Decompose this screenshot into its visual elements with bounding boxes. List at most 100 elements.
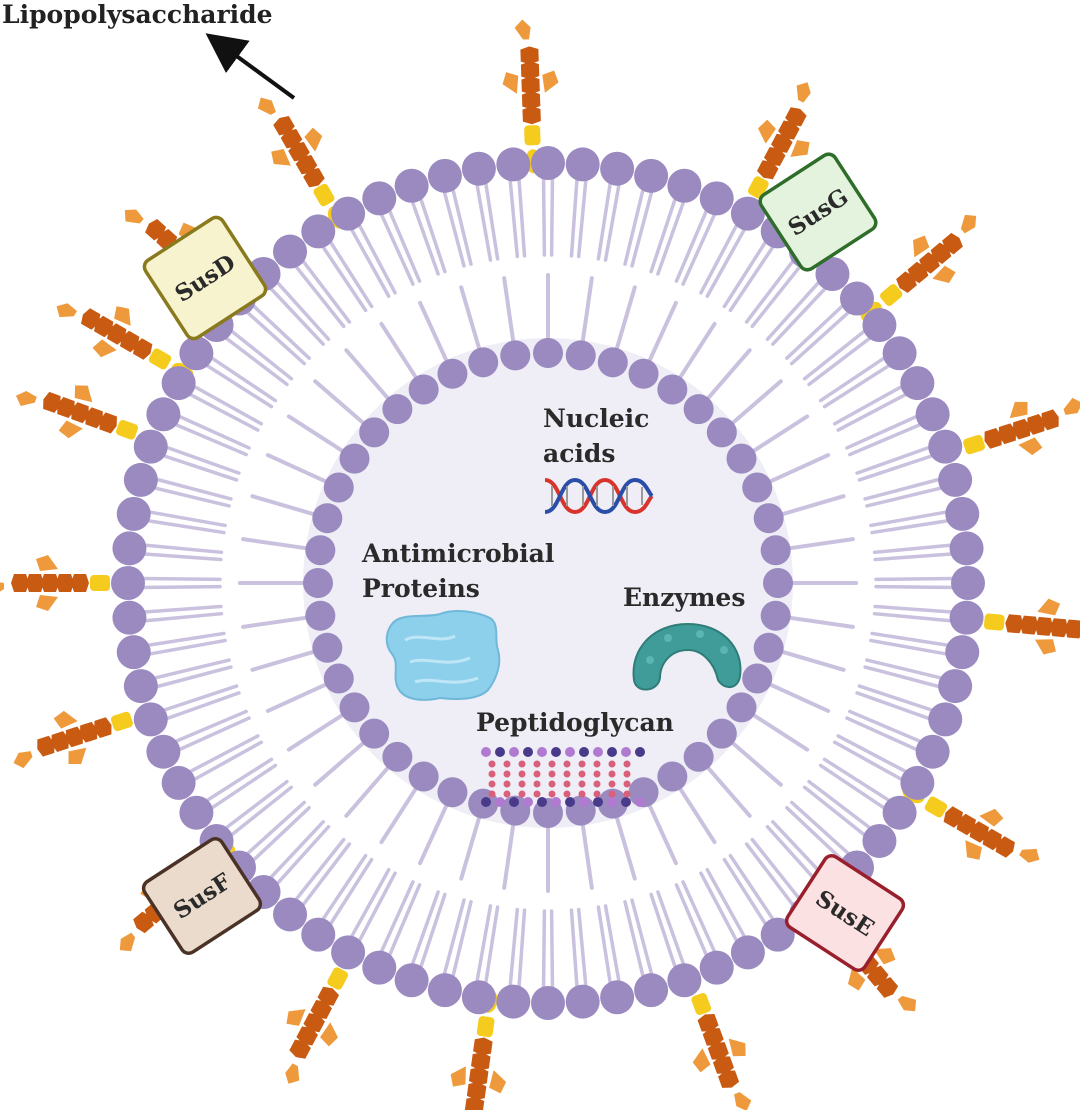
lps-sugar bbox=[876, 977, 899, 998]
pg-peptide-bead bbox=[623, 760, 631, 768]
outer-lipid-tail bbox=[674, 205, 710, 283]
outer-lipid-tail bbox=[872, 543, 956, 555]
inner-lipid-tail bbox=[418, 801, 450, 866]
outer-lipid-tail bbox=[151, 476, 233, 501]
inner-lipid-tail bbox=[250, 649, 318, 672]
inner-lipid-head bbox=[305, 535, 336, 566]
pg-peptide-bead bbox=[548, 770, 556, 778]
susd-box bbox=[142, 215, 268, 341]
inner-lipid-head bbox=[359, 718, 390, 749]
outer-lipid-tail bbox=[576, 907, 588, 991]
inner-lipid-head bbox=[726, 692, 757, 723]
lps-sugar bbox=[310, 999, 333, 1019]
pg-peptide-bead bbox=[503, 790, 511, 798]
lps-core-sugar bbox=[924, 796, 948, 818]
outer-lipid-tail bbox=[822, 361, 894, 409]
lps-sugar bbox=[785, 107, 807, 127]
lps-branch bbox=[1034, 639, 1056, 655]
outer-lipid-tail bbox=[273, 278, 331, 342]
inner-lipid-tail bbox=[766, 453, 831, 485]
outer-lipid-tail bbox=[174, 716, 251, 753]
lps-sugar bbox=[942, 232, 963, 255]
inner-lipid-head bbox=[706, 718, 737, 749]
outer-lipid-tail bbox=[326, 857, 374, 929]
inner-lipid-head bbox=[628, 358, 659, 389]
lps-sugar bbox=[65, 726, 83, 748]
inner-lipid-tail bbox=[459, 813, 482, 881]
pg-peptide-bead bbox=[503, 760, 511, 768]
lps-sugar bbox=[43, 391, 61, 413]
outer-lipid-tail bbox=[243, 308, 307, 366]
lps-terminal bbox=[13, 751, 33, 769]
lps-sugar bbox=[1005, 614, 1024, 634]
inner-lipid-head bbox=[760, 535, 791, 566]
pg-peptide-bead bbox=[548, 760, 556, 768]
lps-sugar bbox=[71, 574, 89, 592]
outer-lipid-tail bbox=[221, 334, 289, 387]
outer-lipid-head bbox=[699, 950, 734, 985]
lps-sugar bbox=[995, 836, 1015, 858]
outer-lipid-tail bbox=[266, 284, 325, 346]
pg-peptide-bead bbox=[518, 790, 526, 798]
inner-lipid-tail bbox=[265, 681, 330, 713]
outer-lipid-head bbox=[900, 765, 935, 800]
lps-branch bbox=[728, 1038, 746, 1057]
outer-lipid-tail bbox=[386, 205, 422, 283]
lps-terminal bbox=[285, 1063, 300, 1084]
pg-glycan-bead bbox=[523, 747, 533, 757]
inner-lipid-head bbox=[339, 443, 370, 474]
outer-lipid-tail bbox=[508, 907, 520, 991]
lps-sugar bbox=[37, 735, 55, 757]
outer-lipid-tail bbox=[140, 543, 224, 555]
outer-lipid-head bbox=[938, 462, 973, 497]
outer-lipid-tail bbox=[292, 262, 346, 329]
lps-terminal bbox=[257, 97, 277, 115]
pg-glycan-bead bbox=[621, 797, 631, 807]
protein-cloud-icon bbox=[385, 610, 501, 701]
inner-lipid-head bbox=[760, 600, 791, 631]
outer-lipid-head bbox=[667, 963, 702, 998]
inner-lipid-tail bbox=[676, 784, 717, 845]
inner-lipid-tail bbox=[646, 300, 678, 365]
lps-sugar bbox=[1050, 618, 1069, 638]
susg-protein: SusG bbox=[758, 152, 878, 272]
outer-lipid-tail bbox=[596, 905, 613, 988]
outer-lipid-tail bbox=[771, 284, 830, 346]
inner-lipid-head bbox=[657, 761, 688, 792]
outer-lipid-head bbox=[394, 963, 429, 998]
pg-peptide-bead bbox=[503, 780, 511, 788]
pg-peptide-bead bbox=[608, 770, 616, 778]
lps-branch bbox=[1018, 437, 1043, 456]
outer-lipid-head bbox=[273, 234, 308, 269]
outer-lipid-tail bbox=[865, 485, 947, 508]
outer-lipid-tail bbox=[409, 890, 440, 970]
outer-lipid-tail bbox=[807, 779, 875, 832]
lps-sugar bbox=[317, 986, 340, 1006]
inner-lipid-tail bbox=[704, 348, 752, 403]
antimicrobial-label-line1: Antimicrobial bbox=[361, 539, 554, 568]
outer-lipid-tail bbox=[151, 665, 233, 690]
antimicrobial-label-line2: Proteins bbox=[362, 574, 480, 603]
lps-core-sugar bbox=[327, 967, 349, 990]
outer-lipid-tail bbox=[143, 518, 226, 535]
lps-core-sugar bbox=[476, 1016, 495, 1038]
outer-lipid-tail bbox=[243, 800, 307, 858]
lps-core-sugar bbox=[963, 434, 986, 455]
inner-lipid-head bbox=[742, 472, 773, 503]
outer-lipid-tail bbox=[158, 453, 239, 482]
outer-lipid-tail bbox=[202, 361, 274, 409]
outer-lipid-tail bbox=[874, 576, 958, 582]
outer-lipid-head bbox=[949, 531, 984, 566]
pg-glycan-bead bbox=[495, 797, 505, 807]
inner-lipid-head bbox=[726, 443, 757, 474]
lps-branch bbox=[847, 967, 866, 991]
outer-lipid-head bbox=[116, 496, 151, 531]
pg-glycan-bead bbox=[635, 747, 645, 757]
lps-terminal bbox=[897, 995, 917, 1012]
outer-lipid-tail bbox=[326, 237, 374, 309]
outer-lipid-tail bbox=[874, 584, 958, 590]
outer-lipid-tail bbox=[873, 552, 957, 562]
bilayer-tails bbox=[138, 173, 958, 993]
susd-protein: SusD bbox=[142, 215, 268, 341]
inner-lipid-tail bbox=[580, 276, 594, 346]
